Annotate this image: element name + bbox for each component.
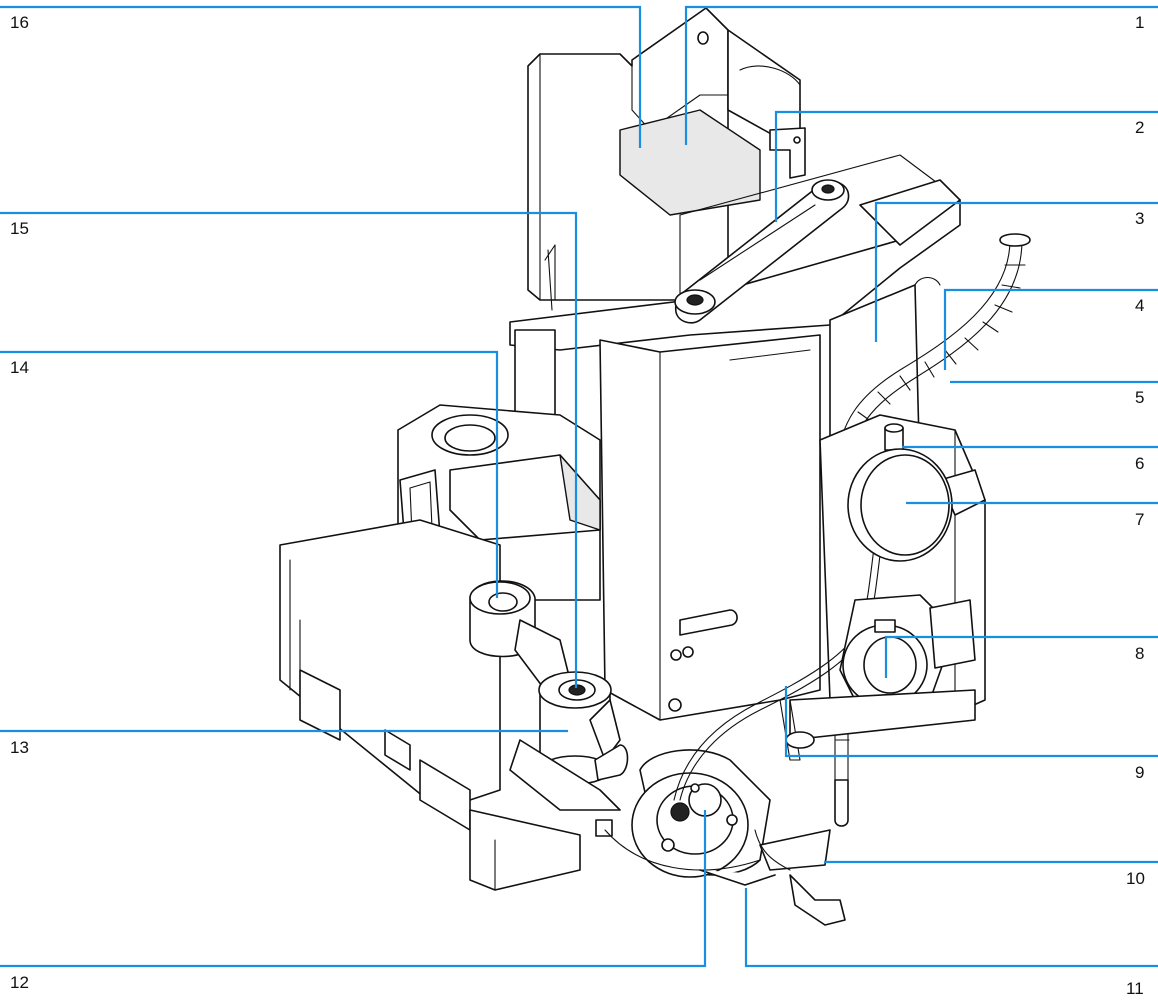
leader-4 — [943, 288, 1158, 370]
callout-8: 8 — [1135, 644, 1145, 663]
leader-11 — [744, 888, 1158, 968]
callout-12: 12 — [10, 973, 29, 992]
callout-2: 2 — [1135, 118, 1145, 137]
callout-11: 11 — [1126, 979, 1144, 998]
callout-15: 15 — [10, 219, 29, 238]
callout-13: 13 — [10, 738, 29, 757]
callout-9: 9 — [1135, 763, 1145, 782]
leader-14 — [0, 350, 499, 598]
leader-2 — [774, 110, 1158, 222]
callout-10: 10 — [1126, 869, 1145, 888]
leader-12 — [0, 810, 707, 968]
leader-lines — [0, 5, 1158, 968]
leader-1 — [684, 5, 1158, 145]
callout-1: 1 — [1135, 13, 1145, 32]
callout-16: 16 — [10, 13, 29, 32]
leader-9 — [784, 686, 1158, 758]
callout-3: 3 — [1135, 209, 1145, 228]
leader-3 — [874, 201, 1158, 342]
leader-15 — [0, 211, 578, 688]
callout-14: 14 — [10, 358, 29, 377]
callout-7: 7 — [1135, 510, 1145, 529]
callout-6: 6 — [1135, 454, 1145, 473]
mechanism-drawing — [279, 7, 1031, 926]
leader-8 — [884, 635, 1158, 678]
leader-16 — [0, 5, 642, 148]
callout-4: 4 — [1135, 296, 1145, 315]
callout-5: 5 — [1135, 388, 1145, 407]
